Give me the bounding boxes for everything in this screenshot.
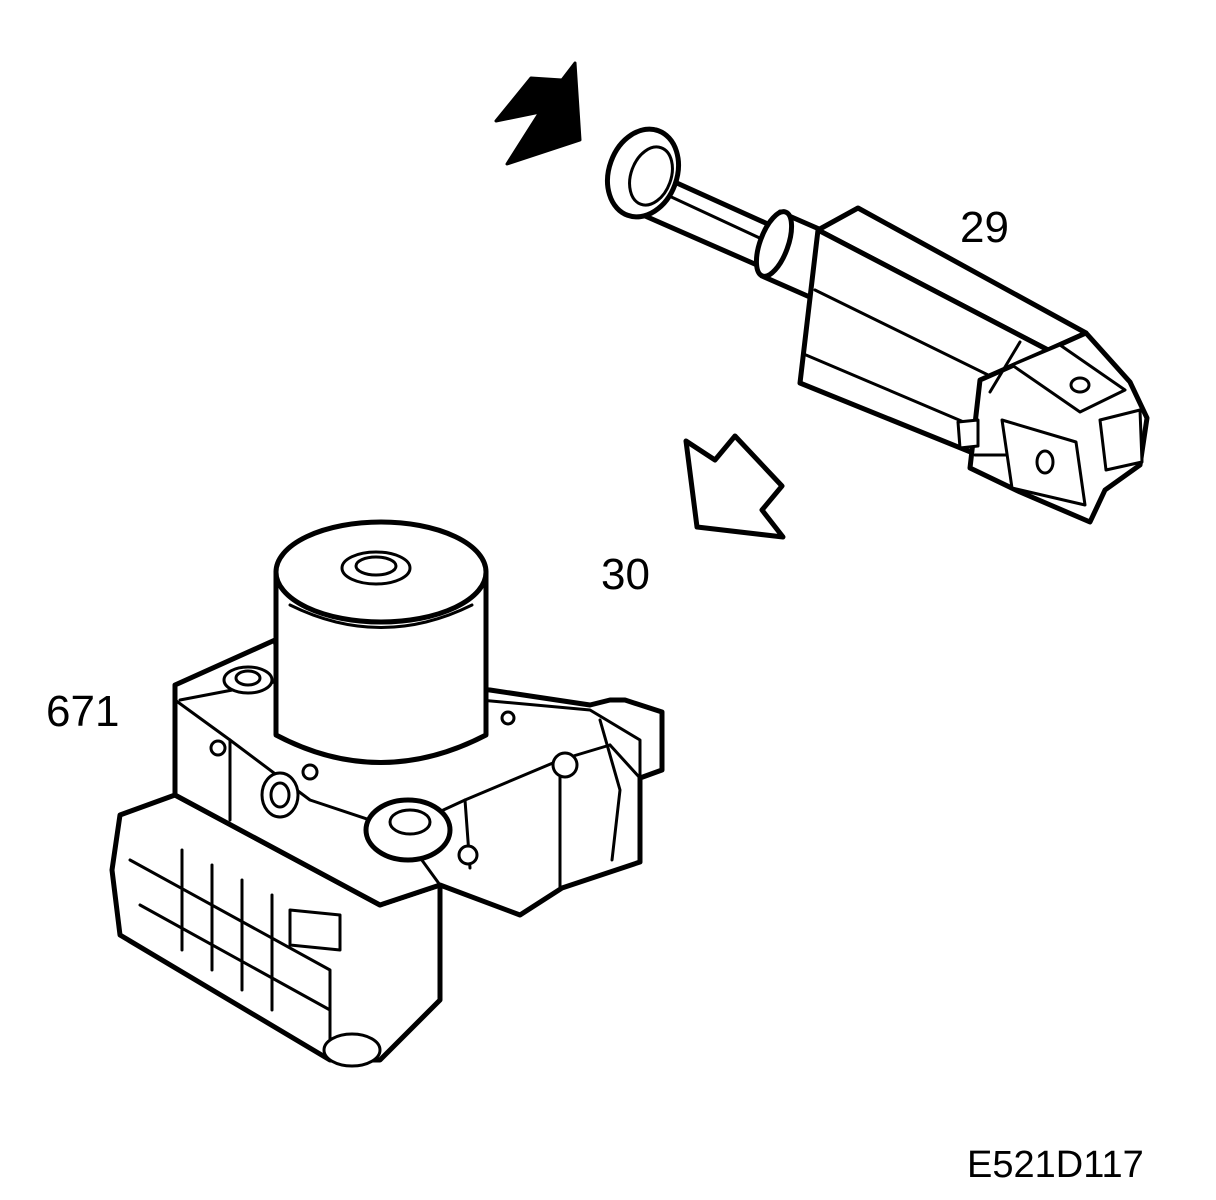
filled-arrow-icon [494, 61, 582, 166]
part-number-29: 29 [960, 203, 1009, 252]
brake-light-switch [605, 126, 1150, 525]
outline-arrow-icon [683, 433, 786, 540]
part-number-671: 671 [46, 687, 120, 736]
figure-code: E521D117 [967, 1144, 1144, 1186]
part-number-30: 30 [601, 550, 650, 599]
abs-hydraulic-unit [109, 519, 665, 1068]
